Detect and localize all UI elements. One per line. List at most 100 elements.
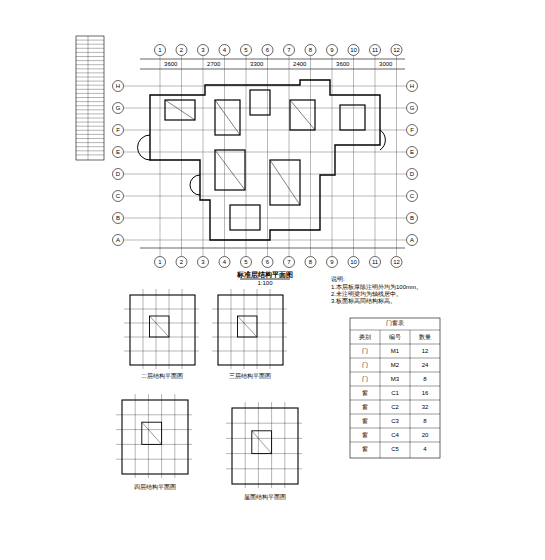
axis-bubble: C (410, 193, 414, 199)
table-row-line (350, 386, 440, 387)
axis-circle (407, 213, 418, 224)
strip-row (76, 81, 104, 82)
strip-row (76, 101, 104, 102)
strip-row (76, 142, 104, 143)
table-cell: 窗 (361, 432, 369, 438)
axis-circle (262, 45, 273, 56)
axis-bubble: A (410, 237, 414, 243)
table-cell: 窗 (361, 446, 369, 452)
table-cell: 窗 (361, 404, 369, 410)
small-plan (212, 289, 287, 369)
axis-circle (176, 45, 187, 56)
axis-circle (370, 257, 381, 268)
table-row-line (350, 428, 440, 429)
strip-row (76, 40, 104, 41)
axis-bubble: 7 (287, 259, 290, 265)
axis-circle (113, 147, 124, 158)
axis-line (124, 218, 406, 219)
axis-circle (113, 125, 124, 136)
strip-row (76, 89, 104, 90)
note-text: 1.本层板厚除注明外均为100mm。 (330, 284, 423, 290)
axis-bubble: E (116, 149, 120, 155)
axis-circle (407, 235, 418, 246)
small-plan (226, 402, 302, 488)
axis-bubble: G (410, 105, 415, 111)
axis-circle (198, 45, 209, 56)
axis-circle (113, 235, 124, 246)
table-row-line (350, 400, 440, 401)
strip-row (76, 97, 104, 98)
axis-bubble: 6 (266, 259, 269, 265)
axis-bubble: 3 (201, 47, 204, 53)
strip-row (76, 52, 104, 53)
table-cell: 12 (421, 348, 430, 354)
table-cell: M2 (390, 362, 400, 368)
dimension-line (140, 59, 405, 60)
axis-circle (219, 257, 230, 268)
axis-bubble: 8 (309, 259, 312, 265)
table-col-line (380, 330, 381, 458)
table-cell: 门 (361, 362, 369, 368)
axis-bubble: B (410, 215, 414, 221)
strip-row (76, 48, 104, 49)
axis-line (124, 196, 406, 197)
axis-bubble: 7 (287, 47, 290, 53)
table-header: 编号 (388, 334, 402, 340)
axis-circle (407, 103, 418, 114)
axis-bubble: 1 (158, 47, 161, 53)
table-cell: 8 (422, 418, 427, 424)
axis-circle (407, 81, 418, 92)
axis-bubble: 9 (330, 47, 333, 53)
note-text: 2.未注明梁均为轴线居中。 (330, 291, 403, 297)
axis-bubble: C (116, 193, 120, 199)
axis-bubble: 4 (223, 47, 226, 53)
axis-circle (305, 45, 316, 56)
axis-bubble: 3 (201, 259, 204, 265)
axis-circle (113, 169, 124, 180)
dimension-text: 2400 (292, 61, 307, 67)
table-cell: 32 (421, 404, 430, 410)
drawing-list-strip (76, 36, 104, 160)
axis-bubble: 6 (266, 47, 269, 53)
axis-circle (284, 257, 295, 268)
dimension-text: 3300 (249, 61, 264, 67)
table-title: 门窗表 (385, 320, 405, 326)
axis-circle (391, 45, 402, 56)
strip-row (76, 130, 104, 131)
axis-bubble: 4 (223, 259, 226, 265)
axis-circle (219, 45, 230, 56)
axis-bubble: 9 (330, 259, 333, 265)
axis-circle (370, 45, 381, 56)
plan-title: 屋面结构平面图 (243, 494, 287, 500)
dimension-text: 3600 (335, 61, 350, 67)
axis-bubble: F (116, 127, 120, 133)
table-cell: 门 (361, 376, 369, 382)
table-cell: C4 (390, 432, 400, 438)
axis-bubble: 2 (180, 259, 183, 265)
table-cell: C5 (390, 446, 400, 452)
axis-line (124, 174, 406, 175)
strip-row (76, 118, 104, 119)
table-row-line (350, 358, 440, 359)
table-row-line (350, 442, 440, 443)
axis-bubble: 12 (393, 259, 400, 265)
table-row-line (350, 372, 440, 373)
axis-circle (327, 257, 338, 268)
strip-row (76, 154, 104, 155)
table-cell: M3 (390, 376, 400, 382)
strip-col (88, 36, 89, 160)
axis-bubble: B (116, 215, 120, 221)
axis-bubble: 10 (350, 259, 357, 265)
axis-bubble: 8 (309, 47, 312, 53)
small-plan (116, 394, 192, 478)
plan-title: 四层结构平面图 (133, 484, 177, 490)
axis-bubble: D (116, 171, 120, 177)
axis-circle (241, 45, 252, 56)
axis-circle (113, 103, 124, 114)
axis-circle (113, 81, 124, 92)
axis-circle (407, 191, 418, 202)
axis-circle (407, 147, 418, 158)
table-cell: 4 (422, 446, 427, 452)
strip-row (76, 77, 104, 78)
table-cell: 8 (422, 376, 427, 382)
